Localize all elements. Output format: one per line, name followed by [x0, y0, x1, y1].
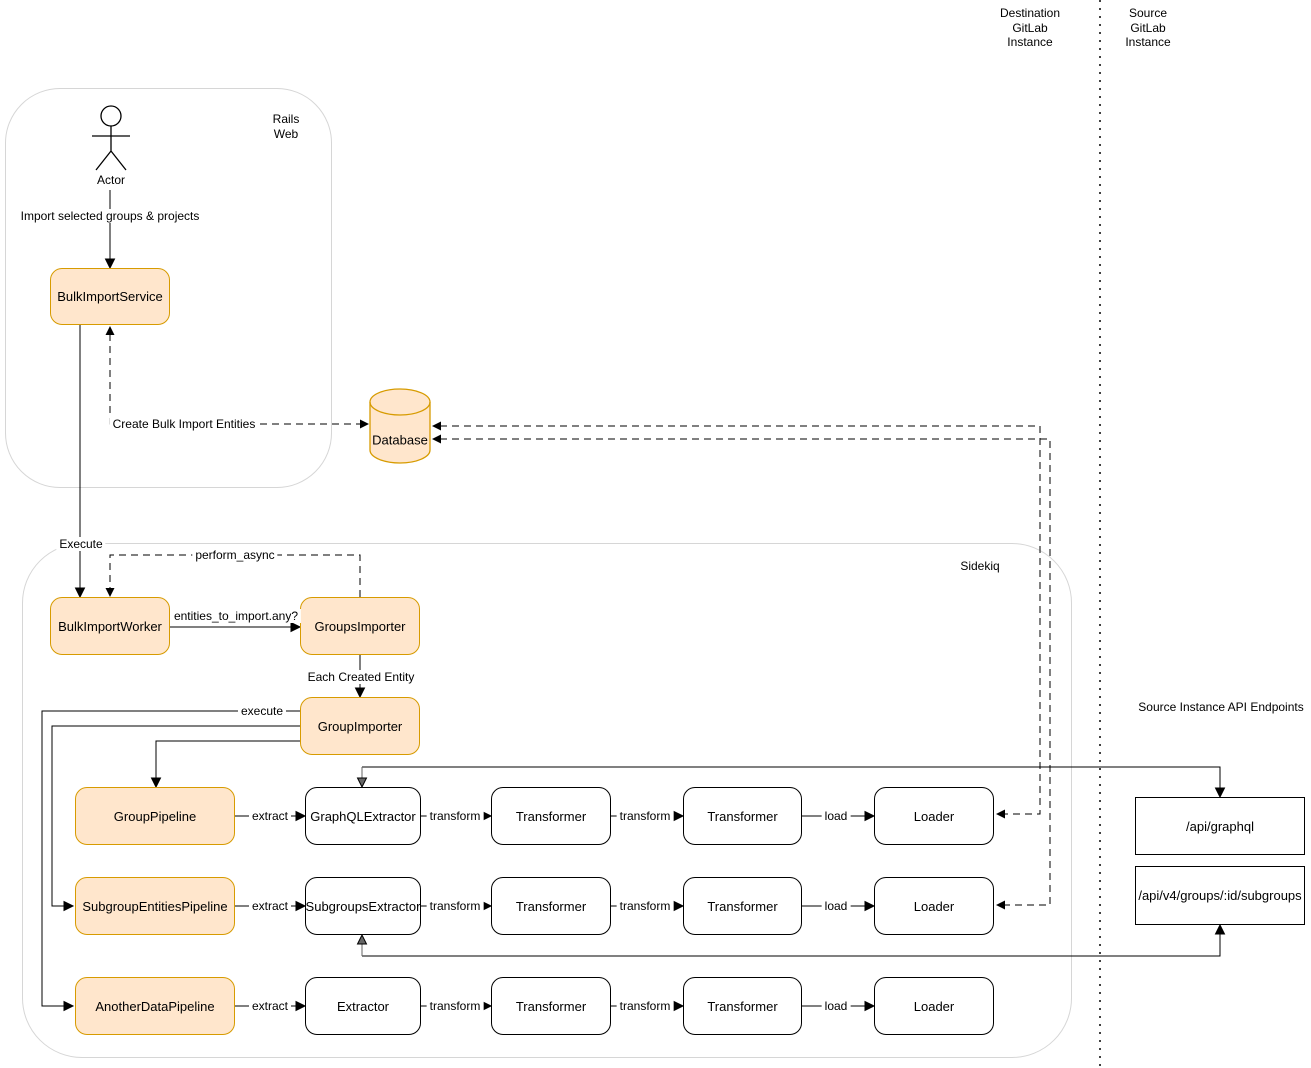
node-transformer-r3-2: Transformer: [683, 977, 802, 1035]
edge-execute-another-data-pipeline: [41, 710, 300, 1012]
rails-web-line2: Web: [273, 126, 299, 141]
sidekiq-label: Sidekiq: [960, 559, 1000, 573]
node-api-v4-subgroups: /api/v4/groups/:id/subgroups: [1135, 866, 1305, 925]
node-loader-r3: Loader: [874, 977, 994, 1035]
node-subgroups-extractor: SubgroupsExtractor: [305, 877, 421, 935]
label-transform-r1-2: transform: [616, 809, 674, 823]
label-each-created-entity: Each Created Entity: [304, 670, 418, 684]
node-transformer-r1-1: Transformer: [491, 787, 611, 845]
node-extractor-r3: Extractor: [305, 977, 421, 1035]
label-transform-r3-2: transform: [616, 999, 674, 1013]
rails-web-label: Rails Web: [273, 112, 300, 141]
rails-web-container: [5, 88, 332, 488]
destination-instance-header: Destination GitLab Instance: [1000, 6, 1060, 50]
actor-icon: [92, 105, 130, 171]
edge-loader2-database: [432, 434, 1051, 910]
label-import-selected: Import selected groups & projects: [17, 209, 203, 223]
node-transformer-r1-2: Transformer: [683, 787, 802, 845]
label-execute: Execute: [56, 537, 106, 551]
node-another-data-pipeline: AnotherDataPipeline: [75, 977, 235, 1035]
label-load-r3: load: [821, 999, 851, 1013]
source-instance-header: Source GitLab Instance: [1125, 6, 1170, 50]
node-transformer-r2-2: Transformer: [683, 877, 802, 935]
label-perform-async: perform_async: [192, 548, 278, 562]
node-group-importer: GroupImporter: [300, 697, 420, 755]
node-loader-r1: Loader: [874, 787, 994, 845]
source-line1: Source: [1128, 6, 1168, 20]
label-transform-r2-2: transform: [616, 899, 674, 913]
label-transform-r3-1: transform: [426, 999, 484, 1013]
edge-execute-group-pipeline: [150, 740, 300, 789]
label-transform-r2-1: transform: [426, 899, 484, 913]
source-line2: GitLab: [1130, 20, 1166, 35]
edge-create-bulk-import-entities: [105, 326, 369, 429]
label-entities-any: entities_to_import.any?: [170, 609, 302, 623]
label-execute-pipelines: execute: [237, 704, 287, 718]
edge-entities-any: [170, 621, 302, 633]
sidekiq-container: [22, 543, 1072, 1058]
label-extract-r2: extract: [248, 899, 292, 913]
node-subgroup-entities-pipeline: SubgroupEntitiesPipeline: [75, 877, 235, 935]
edge-loader1-database: [432, 421, 1041, 819]
node-graphql-extractor: GraphQLExtractor: [305, 787, 421, 845]
node-groups-importer: GroupsImporter: [300, 597, 420, 655]
api-endpoints-title: Source Instance API Endpoints: [1138, 700, 1304, 714]
actor-label: Actor: [96, 173, 126, 187]
node-loader-r2: Loader: [874, 877, 994, 935]
label-extract-r3: extract: [248, 999, 292, 1013]
edge-perform-async: [105, 554, 361, 597]
node-transformer-r2-1: Transformer: [491, 877, 611, 935]
destination-line2: GitLab: [1012, 20, 1048, 35]
node-api-graphql: /api/graphql: [1135, 797, 1305, 855]
edge-execute-subgroup-pipeline: [51, 725, 300, 912]
node-bulk-import-worker: BulkImportWorker: [50, 597, 170, 655]
edge-actor-to-service: [104, 190, 116, 270]
destination-line1: Destination: [999, 6, 1061, 20]
edge-subgroups-endpoint: [356, 923, 1226, 957]
edge-execute: [74, 325, 86, 599]
destination-line3: Instance: [1007, 35, 1053, 49]
edge-graphql-endpoint: [356, 766, 1226, 799]
label-transform-r1-1: transform: [426, 809, 484, 823]
source-line3: Instance: [1125, 35, 1171, 49]
label-load-r2: load: [821, 899, 851, 913]
database-label: Database: [372, 432, 428, 448]
label-load-r1: load: [821, 809, 851, 823]
label-create-entities: Create Bulk Import Entities: [109, 417, 259, 431]
node-group-pipeline: GroupPipeline: [75, 787, 235, 845]
node-transformer-r3-1: Transformer: [491, 977, 611, 1035]
rails-web-line1: Rails: [272, 112, 300, 126]
node-bulk-import-service: BulkImportService: [50, 268, 170, 325]
database-cylinder: [369, 388, 431, 464]
label-extract-r1: extract: [248, 809, 292, 823]
